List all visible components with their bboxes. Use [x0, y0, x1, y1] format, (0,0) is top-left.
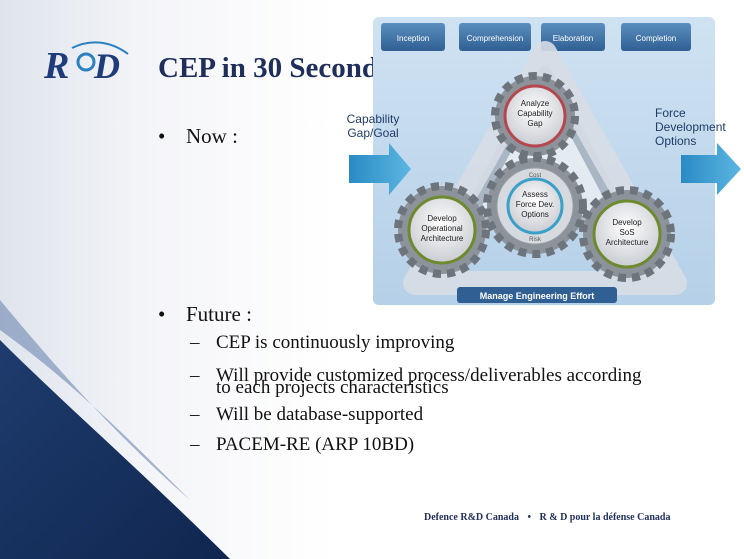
sub-bullet-dash: – [190, 332, 200, 353]
phase-completion: Completion [621, 23, 691, 51]
output-label-line3: Options [655, 134, 696, 148]
bullet-dot: • [158, 124, 166, 148]
sub-bullet-text: PACEM-RE (ARP 10BD) [216, 434, 415, 455]
svg-text:Options: Options [521, 210, 549, 219]
svg-text:Analyze: Analyze [521, 99, 550, 108]
svg-text:Operational: Operational [421, 224, 463, 233]
center-ring-bottom: Risk [529, 237, 542, 243]
slide-title: CEP in 30 Seconds [158, 52, 390, 84]
bullet-dot: • [158, 302, 166, 326]
bullet-now-label: Now : [186, 124, 238, 148]
svg-text:Architecture: Architecture [606, 238, 649, 247]
footer-separator: • [527, 512, 532, 523]
manage-effort-banner: Manage Engineering Effort [457, 287, 617, 303]
sub-bullet-dash: – [190, 434, 200, 455]
phase-inception: Inception [381, 23, 445, 51]
svg-text:Comprehension: Comprehension [467, 34, 523, 43]
phase-elaboration: Elaboration [541, 23, 605, 51]
svg-text:Develop: Develop [427, 214, 457, 223]
bullet-now: • Now : [158, 124, 238, 149]
input-label-line1: Capability [347, 112, 400, 126]
svg-text:Capability: Capability [517, 109, 552, 118]
input-label-line2: Gap/Goal [347, 126, 398, 140]
input-arrow [349, 143, 411, 195]
gear-analyze: Analyze Capability Gap [491, 72, 579, 160]
sub-bullet-text: Will provide customized process/delivera… [216, 365, 642, 386]
svg-text:Manage Engineering Effort: Manage Engineering Effort [480, 291, 595, 301]
sub-bullet-text-cont: to each projects characteristics [216, 377, 449, 398]
svg-text:Elaboration: Elaboration [553, 34, 593, 43]
svg-text:Assess: Assess [522, 190, 548, 199]
output-arrow [681, 143, 741, 195]
svg-text:R: R [43, 45, 69, 87]
svg-text:Develop: Develop [612, 218, 642, 227]
bullet-future-label: Future : [186, 302, 252, 326]
svg-text:Inception: Inception [397, 34, 429, 43]
sub-bullet-text: CEP is continuously improving [216, 332, 455, 353]
sub-bullet-dash: – [190, 365, 200, 386]
gear-operational-architecture: Develop Operational Architecture [394, 182, 490, 278]
bullet-future: • Future : [158, 302, 252, 327]
footer-french: R & D pour la défense Canada [539, 512, 671, 523]
svg-text:Architecture: Architecture [421, 234, 464, 243]
center-ring-top: Cost [529, 173, 542, 179]
footer-english: Defence R&D Canada [424, 512, 519, 523]
phase-comprehension: Comprehension [459, 23, 531, 51]
svg-text:D: D [93, 46, 120, 86]
output-label-line1: Force [655, 106, 686, 120]
sub-bullet-dash: – [190, 404, 200, 425]
gear-sos-architecture: Develop SoS Architecture [579, 186, 675, 282]
sub-bullet-text: Will be database-supported [216, 404, 424, 425]
svg-text:SoS: SoS [619, 228, 634, 237]
output-label-line2: Development [655, 120, 726, 134]
svg-text:Gap: Gap [527, 119, 543, 128]
footer: Defence R&D Canada • R & D pour la défen… [424, 512, 676, 523]
cep-process-diagram: Inception Comprehension Elaboration Comp… [347, 17, 741, 305]
svg-text:Force Dev.: Force Dev. [516, 200, 555, 209]
gear-assess-options: Cost Risk Assess Force Dev. Options [483, 154, 587, 258]
svg-text:Completion: Completion [636, 34, 676, 43]
rd-logo: R D [43, 41, 129, 87]
